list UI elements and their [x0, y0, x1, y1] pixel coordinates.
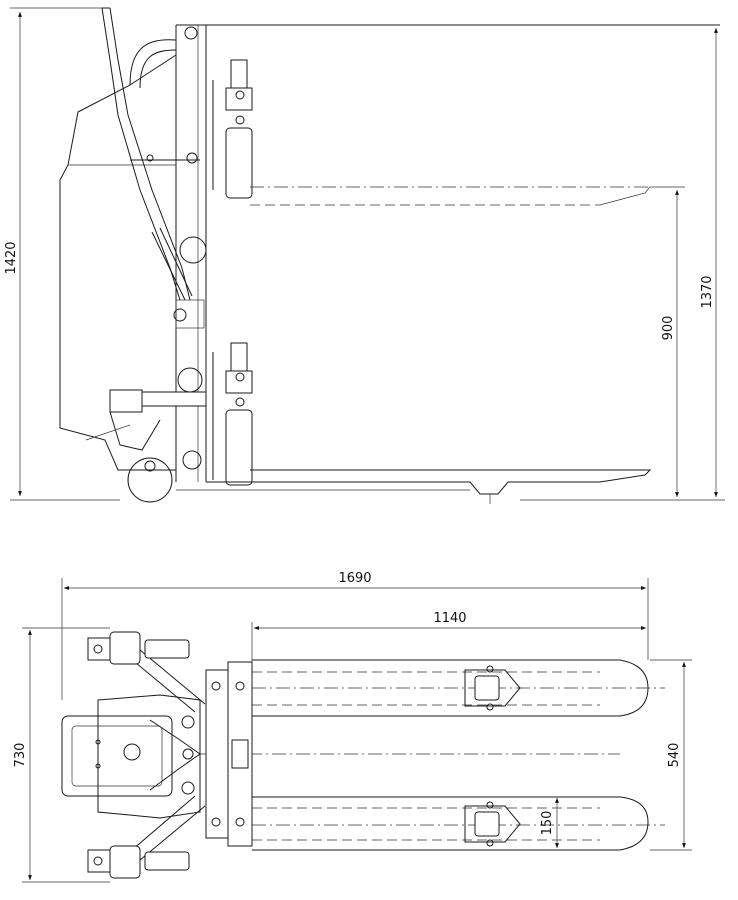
lowered-fork — [176, 469, 652, 504]
base-wheels — [85, 367, 207, 503]
housing — [59, 54, 177, 471]
dim-overall-length: 1690 — [338, 571, 371, 586]
dim-fork-spread: 540 — [667, 743, 682, 768]
dim-lift-height: 1370 — [700, 275, 715, 308]
top-view: 1690 1140 730 540 150 — [13, 571, 692, 883]
upper-carriage — [212, 59, 253, 199]
top-forks — [200, 659, 665, 851]
top-body — [61, 694, 201, 819]
side-view: 1420 1370 900 — [4, 7, 725, 504]
load-wheels — [464, 665, 521, 847]
mast — [175, 24, 720, 482]
dim-overall-height: 1420 — [4, 241, 19, 274]
handle — [101, 7, 200, 301]
mast-plate — [205, 661, 253, 847]
lower-carriage — [212, 342, 253, 486]
top-dimensions: 1690 1140 730 540 150 — [13, 571, 692, 883]
dim-fork-length: 1140 — [433, 611, 466, 626]
dim-overall-width: 730 — [13, 743, 28, 768]
dim-fork-width: 150 — [540, 811, 555, 836]
steer-wheels — [87, 631, 190, 879]
hydraulic-cylinder — [151, 227, 207, 329]
side-dimensions: 1420 1370 900 — [4, 7, 725, 501]
raised-fork — [250, 186, 651, 206]
dim-fork-height: 900 — [661, 316, 676, 341]
